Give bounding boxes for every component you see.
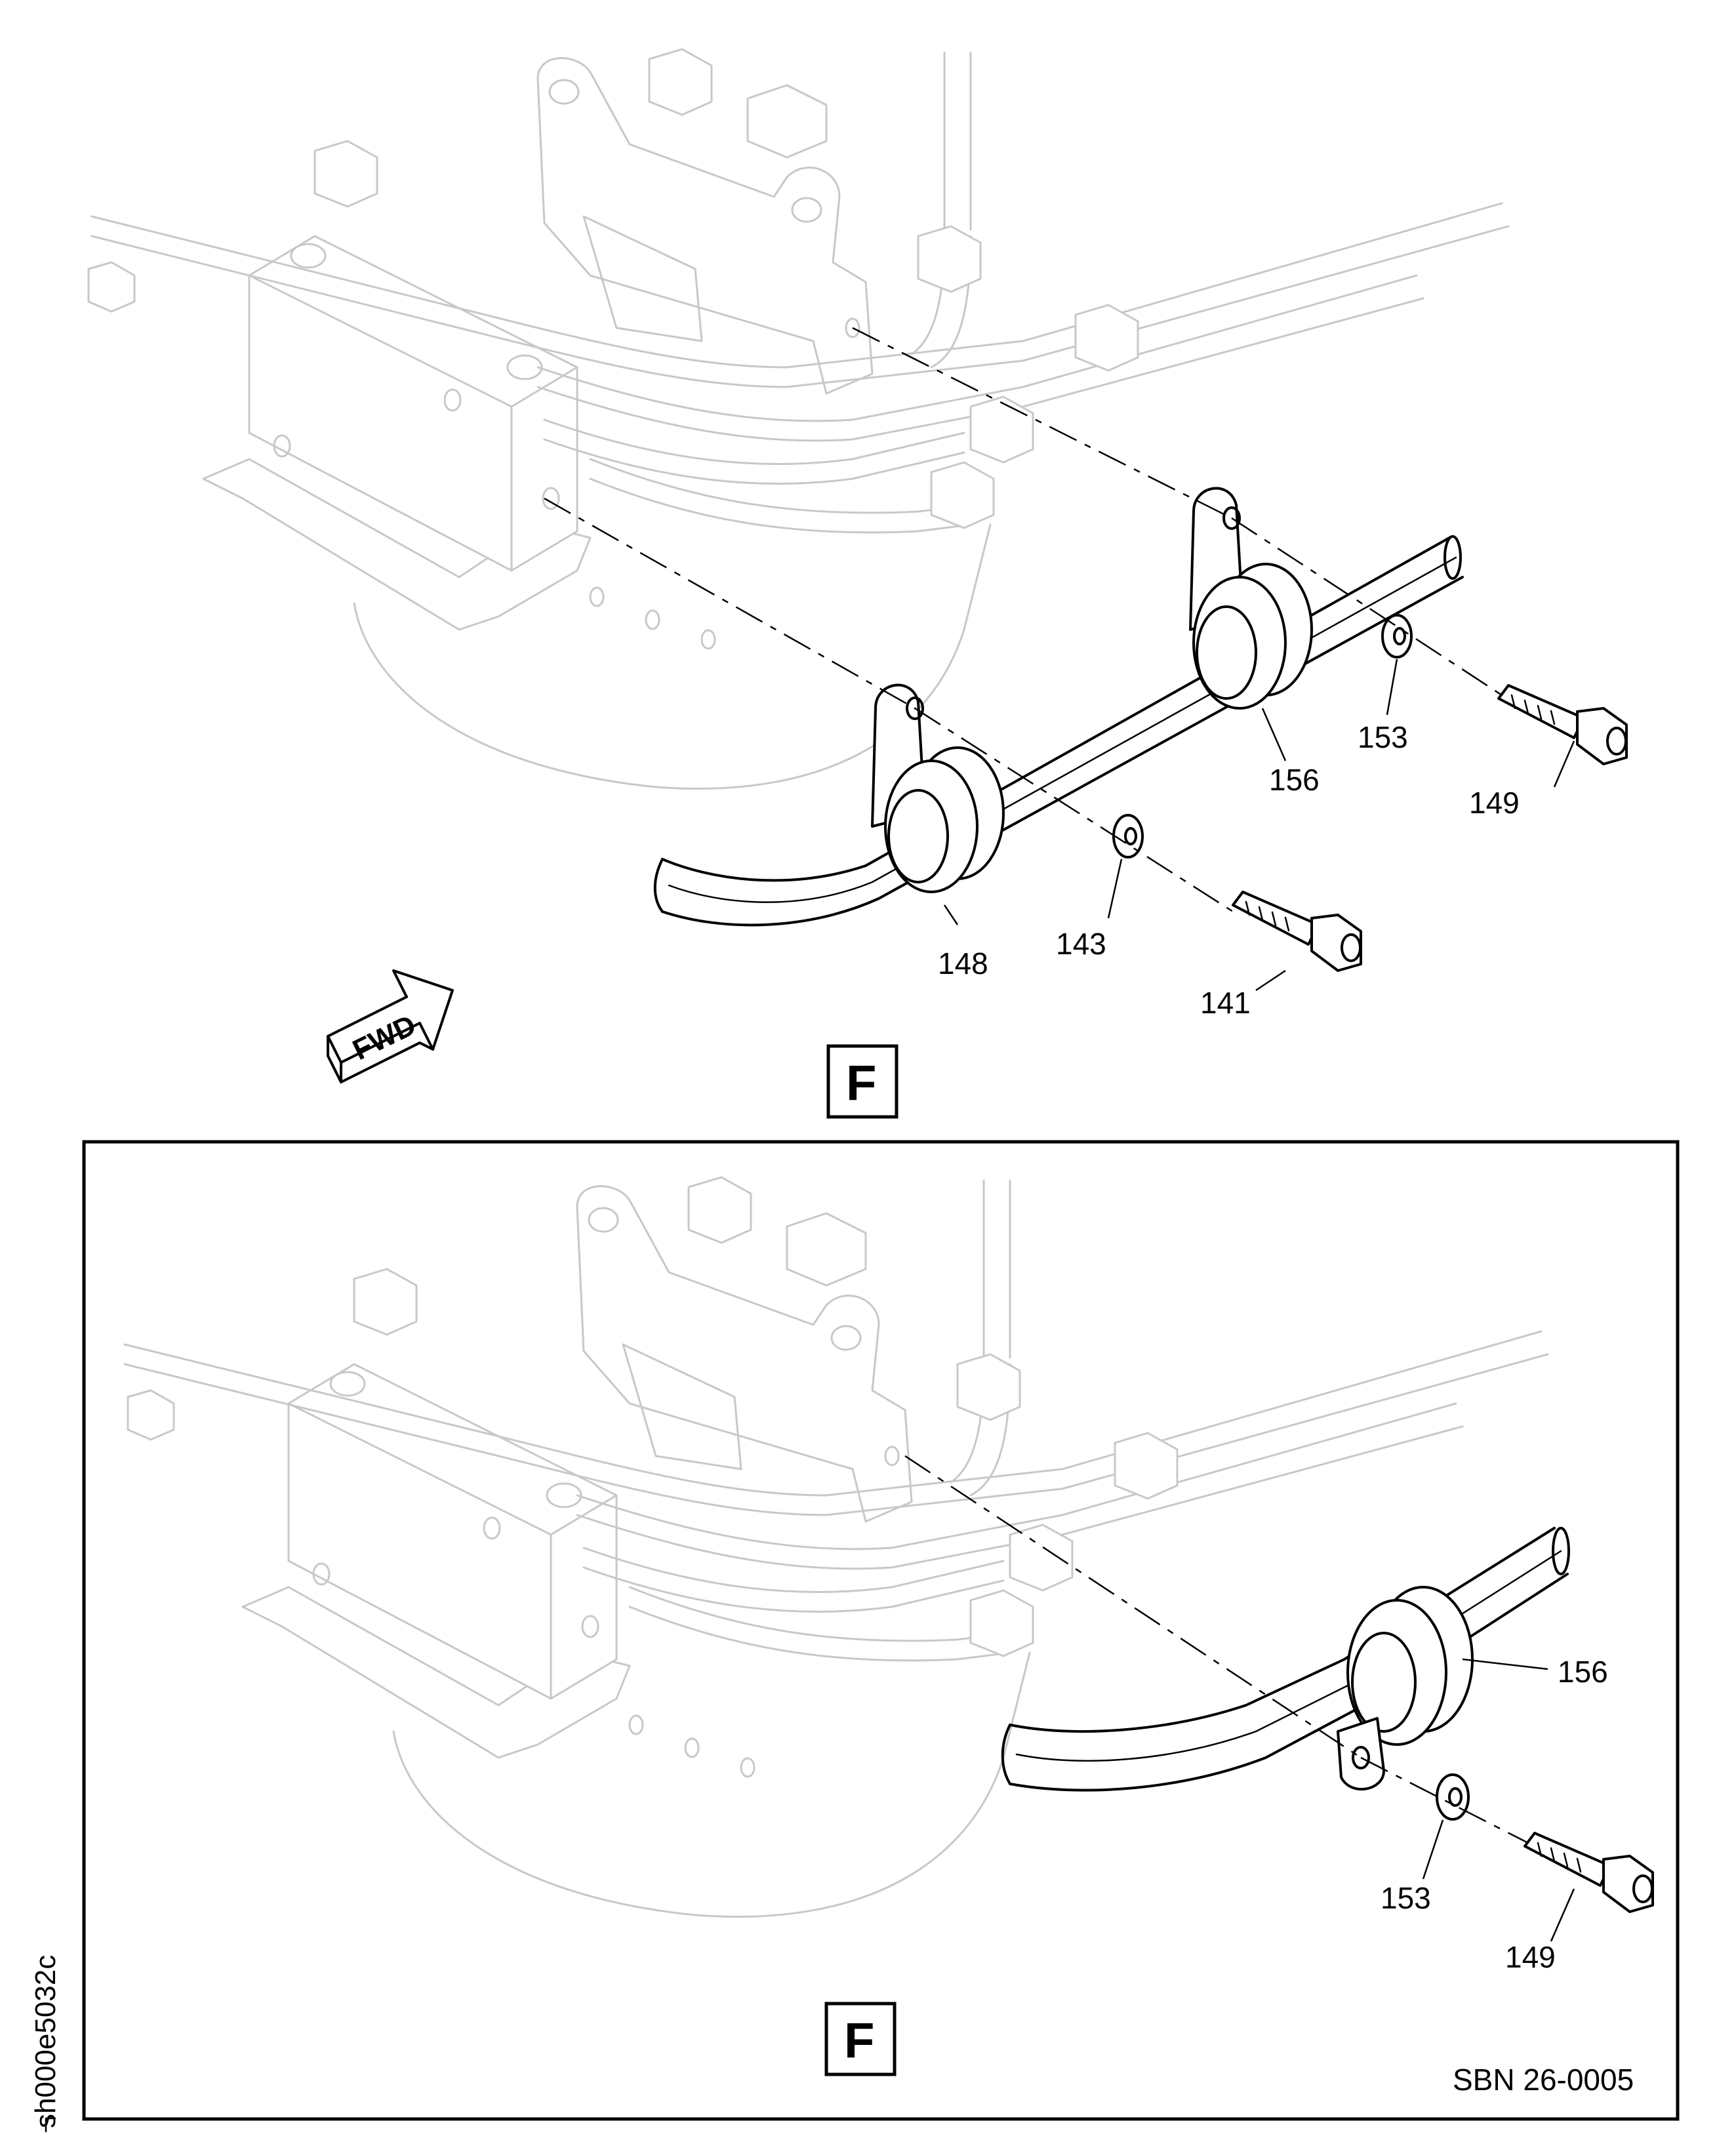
upper-background-structure bbox=[87, 48, 1510, 790]
upper-view: 148 156 153 149 143 141 FWD F bbox=[87, 48, 1628, 1119]
lower-view-letter: F bbox=[844, 2013, 874, 2069]
upper-stabilizer-bar bbox=[653, 535, 1464, 927]
upper-centerlines bbox=[544, 327, 1503, 913]
lower-fitting-nuts bbox=[127, 1176, 1179, 1657]
upper-view-label-box: F bbox=[826, 1044, 898, 1119]
reference-code: SBN 26-0005 bbox=[1453, 2063, 1634, 2097]
lower-centerlines bbox=[904, 1455, 1529, 1844]
lower-view-label-box: F bbox=[824, 2002, 897, 2076]
lower-bushing-156 bbox=[1337, 1586, 1474, 1790]
upper-view-letter: F bbox=[846, 1055, 876, 1111]
upper-bushing-148 bbox=[871, 683, 1005, 893]
upper-bushing-156 bbox=[1189, 487, 1313, 710]
lower-stabilizer-bar bbox=[1001, 1527, 1570, 1792]
upper-fitting-nuts bbox=[87, 48, 1139, 529]
upper-bolt-141 bbox=[1232, 891, 1362, 972]
lower-washer-153 bbox=[1436, 1773, 1470, 1821]
lower-view: 156 153 149 F SBN 26-0005 bbox=[123, 1176, 1654, 2097]
lower-callout-149: 149 bbox=[1505, 1940, 1556, 1974]
callout-156: 156 bbox=[1269, 763, 1320, 797]
forward-arrow: FWD bbox=[327, 969, 454, 1083]
callout-141: 141 bbox=[1200, 986, 1251, 1020]
lower-view-frame bbox=[82, 1140, 1680, 2121]
callout-143: 143 bbox=[1056, 927, 1106, 961]
lower-background-structure bbox=[123, 1176, 1549, 1918]
lower-callout-153: 153 bbox=[1381, 1881, 1431, 1915]
figure-code: sh000e5032c bbox=[30, 1955, 62, 2128]
lower-leaders bbox=[1422, 1658, 1575, 1942]
lower-callout-156: 156 bbox=[1558, 1655, 1608, 1689]
figure-code-marker: sh000e5032c bbox=[30, 1955, 62, 2133]
upper-washer-153 bbox=[1381, 614, 1413, 658]
lower-bolt-149 bbox=[1524, 1832, 1654, 1913]
callout-153: 153 bbox=[1358, 720, 1408, 754]
callout-148: 148 bbox=[938, 946, 988, 980]
upper-bolt-149 bbox=[1497, 684, 1628, 765]
upper-leaders bbox=[943, 658, 1575, 992]
callout-149: 149 bbox=[1469, 786, 1520, 820]
